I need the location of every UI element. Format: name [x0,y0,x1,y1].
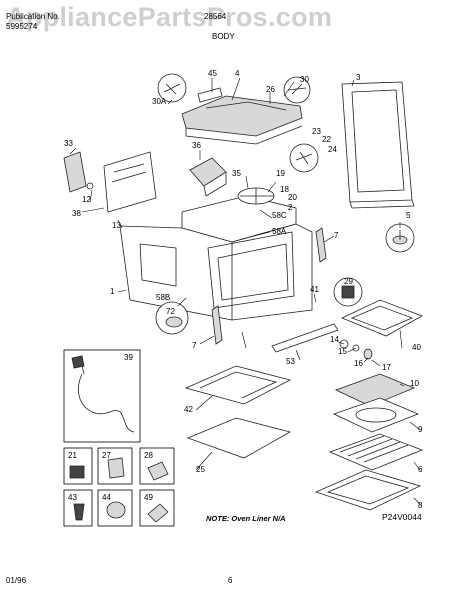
callout-5: 5 [406,211,411,220]
callout-2: 2 [288,203,293,212]
callout-17: 17 [382,363,391,372]
model-number: 28564 [204,12,227,21]
callout-12: 12 [82,195,91,204]
callout-27: 27 [102,451,111,460]
oven-door-frame [341,81,415,209]
callout-15: 15 [338,347,347,356]
detail-circle-30 [283,76,311,104]
callout-29: 29 [344,277,353,286]
callout-36: 36 [192,141,201,150]
callout-35: 35 [232,169,241,178]
callout-22: 22 [322,135,331,144]
callout-16: 16 [354,359,363,368]
callout-26: 26 [266,85,275,94]
bottom-panel-42 [184,365,292,405]
section-title: BODY [212,32,235,41]
callout-1: 1 [110,287,115,296]
callout-58b: 58B [156,293,170,302]
knob-5 [385,223,415,253]
callout-58a: 58A [272,227,287,236]
callout-30a: 30A [152,97,167,106]
part-box-44 [97,489,133,527]
publication-label: Publication No. [6,12,60,21]
top-cover [181,95,303,145]
callout-43: 43 [68,493,77,502]
figure-code: P24V0044 [382,512,422,522]
page-number: 6 [228,576,233,585]
detail-circle-24 [289,143,319,173]
callout-45: 45 [208,69,217,78]
control-box-36 [189,157,227,197]
callout-4: 4 [235,69,240,78]
callout-7-right: 7 [334,231,339,240]
callout-49: 49 [144,493,153,502]
callout-38: 38 [72,209,81,218]
callout-40: 40 [412,343,421,352]
watermark: AppliancePartsPros.com [6,2,333,32]
broiler-pan-9 [332,397,420,433]
callout-14: 14 [330,335,339,344]
detail-circle-72 [155,301,189,335]
oven-rack-6 [328,433,424,471]
callout-28: 28 [144,451,153,460]
callout-30: 30 [300,75,309,84]
power-cord-box-39 [63,349,141,443]
callout-3: 3 [356,73,361,82]
burner-assembly [237,187,275,205]
bottom-panel-25 [186,417,292,459]
callout-8: 8 [418,501,423,510]
hinge-7-right [315,227,327,263]
callout-39: 39 [124,353,133,362]
callout-44: 44 [102,493,111,502]
part-box-27 [97,447,133,485]
callout-72: 72 [166,307,175,316]
callout-41-top: 41 [310,285,319,294]
callout-20: 20 [288,193,297,202]
callout-58c: 58C [272,211,287,220]
broil-pan-40 [341,299,423,337]
callout-13: 13 [112,221,121,230]
callout-24: 24 [328,145,337,154]
oven-body [119,195,313,321]
callout-7-left: 7 [192,341,197,350]
broiler-grid-10 [334,373,416,407]
part-box-28 [139,447,175,485]
part-box-43 [63,489,93,527]
footer-date: 01/96 [6,576,27,585]
oven-liner-note: NOTE: Oven Liner N/A [206,514,286,523]
callout-18: 18 [280,185,289,194]
hinge-7-left [211,305,223,345]
callout-9: 9 [418,425,423,434]
rear-panel [103,151,157,213]
callout-42: 42 [184,405,193,414]
callout-6: 6 [418,465,423,474]
publication-number: 5995274 [6,22,38,31]
oven-rack-8 [314,469,422,511]
callout-33: 33 [64,139,73,148]
callout-19: 19 [276,169,285,178]
fasteners-14-17 [339,339,373,360]
callout-53: 53 [286,357,295,366]
front-rail-53 [271,323,339,353]
part-box-49 [139,489,175,527]
junction-box-33 [63,151,94,193]
detail-circle-29 [333,277,363,307]
callout-23: 23 [312,127,321,136]
part-box-21 [63,447,93,485]
callout-10: 10 [410,379,419,388]
detail-circle-30a [157,73,187,103]
callout-25: 25 [196,465,205,474]
callout-21: 21 [68,451,77,460]
bracket-45 [197,87,223,103]
